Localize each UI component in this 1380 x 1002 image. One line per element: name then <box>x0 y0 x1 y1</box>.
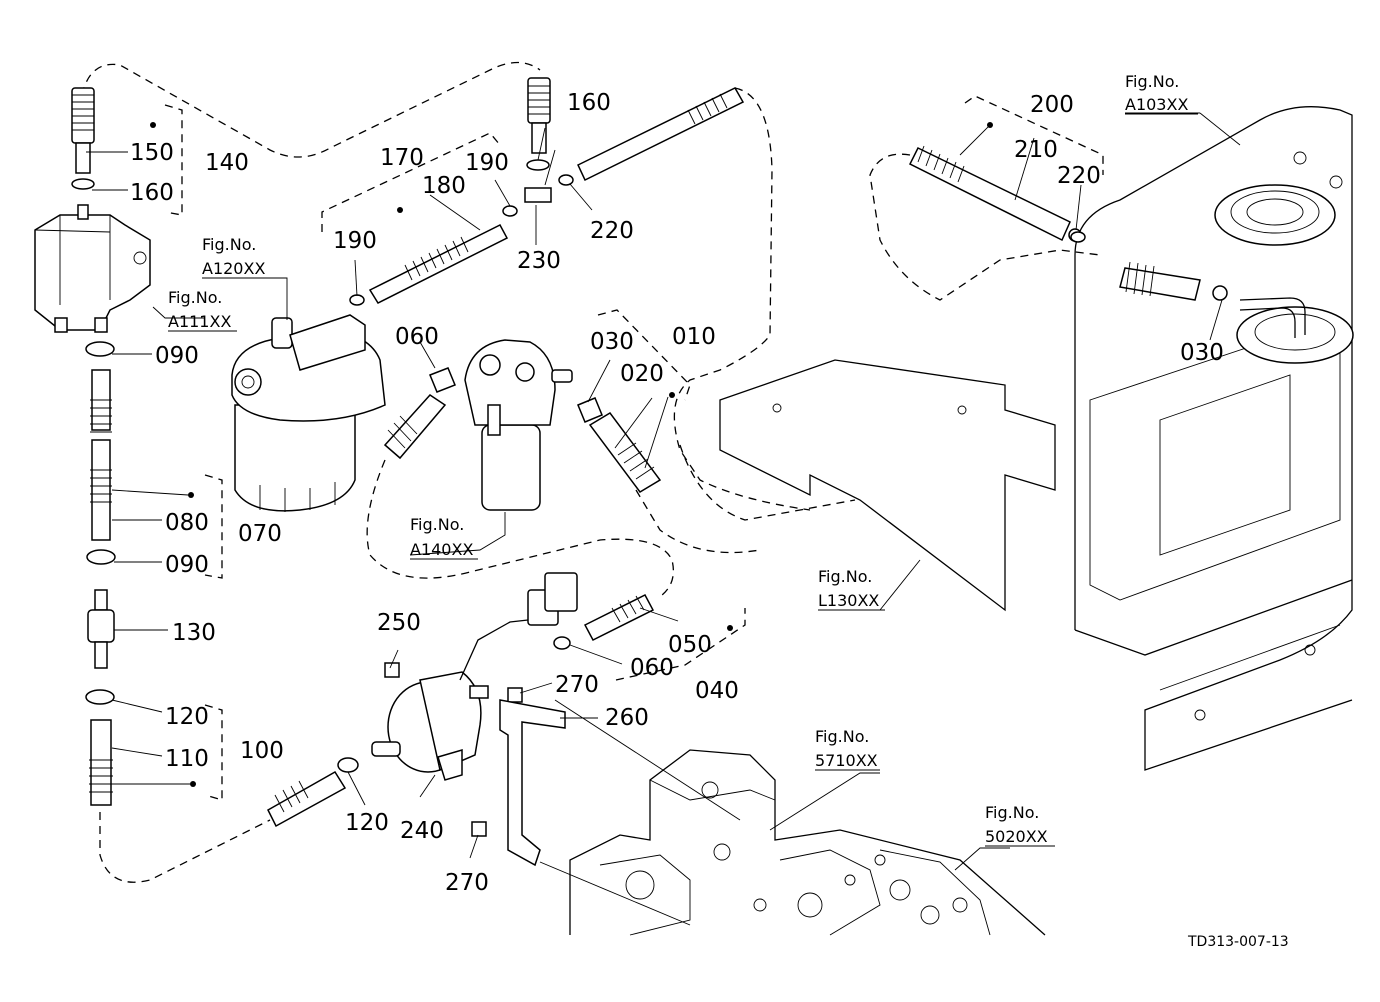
callout-270: 270 <box>555 672 599 698</box>
callout-190: 190 <box>333 228 377 254</box>
engine-block <box>569 749 1046 936</box>
top-hoses <box>349 77 1086 306</box>
fig-word-l130: Fig.No. <box>818 567 872 586</box>
fig-ref-5710: 5710XX <box>815 751 878 770</box>
callout-040: 040 <box>695 678 739 704</box>
fig-ref-a103: A103XX <box>1125 95 1188 114</box>
hose-routing-lines <box>81 61 1101 883</box>
callout-060: 060 <box>395 324 439 350</box>
callout-160: 160 <box>130 180 174 206</box>
callout-090: 090 <box>165 552 209 578</box>
fuel-tank <box>1074 106 1354 771</box>
figure-references: Fig.No. A103XX Fig.No. A120XX Fig.No. A1… <box>168 72 1198 847</box>
callout-labels: 150 140 160 090 080 070 090 130 120 110 … <box>130 90 1224 896</box>
callout-180: 180 <box>422 173 466 199</box>
callout-220: 220 <box>590 218 634 244</box>
fuel-filter-a120 <box>231 314 386 512</box>
fig-ref-a120: A120XX <box>202 259 265 278</box>
callout-250: 250 <box>377 610 421 636</box>
fuel-filter-a111 <box>34 204 151 333</box>
document-id: TD313-007-13 <box>1187 934 1289 950</box>
callout-160: 160 <box>567 90 611 116</box>
callout-060: 060 <box>630 655 674 681</box>
callout-170: 170 <box>380 145 424 171</box>
callout-020: 020 <box>620 361 664 387</box>
callout-110: 110 <box>165 746 209 772</box>
group-brackets <box>164 95 1104 801</box>
fig-word-5020: Fig.No. <box>985 803 1039 822</box>
fuel-filter-a140 <box>464 339 573 511</box>
callout-130: 130 <box>172 620 216 646</box>
fig-ref-a140: A140XX <box>410 540 473 559</box>
callout-190: 190 <box>465 150 509 176</box>
fuel-pump <box>267 572 655 867</box>
callout-030: 030 <box>1180 340 1224 366</box>
callout-230: 230 <box>517 248 561 274</box>
left-hose-stack <box>71 87 116 806</box>
callout-220: 220 <box>1057 163 1101 189</box>
fig-ref-5020: 5020XX <box>985 827 1048 846</box>
fig-ref-a111: A111XX <box>168 312 231 331</box>
fig-word-a120: Fig.No. <box>202 235 256 254</box>
callout-270: 270 <box>445 870 489 896</box>
callout-150: 150 <box>130 140 174 166</box>
callout-260: 260 <box>605 705 649 731</box>
fig-ref-underlines <box>168 113 1198 847</box>
fig-word-a103: Fig.No. <box>1125 72 1179 91</box>
callout-010: 010 <box>672 324 716 350</box>
callout-140: 140 <box>205 150 249 176</box>
mounting-plate <box>719 359 1056 612</box>
callout-090: 090 <box>155 343 199 369</box>
callout-080: 080 <box>165 510 209 536</box>
callout-070: 070 <box>238 521 282 547</box>
callout-120: 120 <box>345 810 389 836</box>
callout-100: 100 <box>240 738 284 764</box>
callout-120: 120 <box>165 704 209 730</box>
leader-lines <box>86 112 1241 926</box>
fig-ref-l130: L130XX <box>818 591 879 610</box>
callout-200: 200 <box>1030 92 1074 118</box>
callout-050: 050 <box>668 632 712 658</box>
callout-030: 030 <box>590 329 634 355</box>
fig-word-a140: Fig.No. <box>410 515 464 534</box>
fig-word-5710: Fig.No. <box>815 727 869 746</box>
fig-word-a111: Fig.No. <box>168 288 222 307</box>
callout-210: 210 <box>1014 137 1058 163</box>
callout-240: 240 <box>400 818 444 844</box>
